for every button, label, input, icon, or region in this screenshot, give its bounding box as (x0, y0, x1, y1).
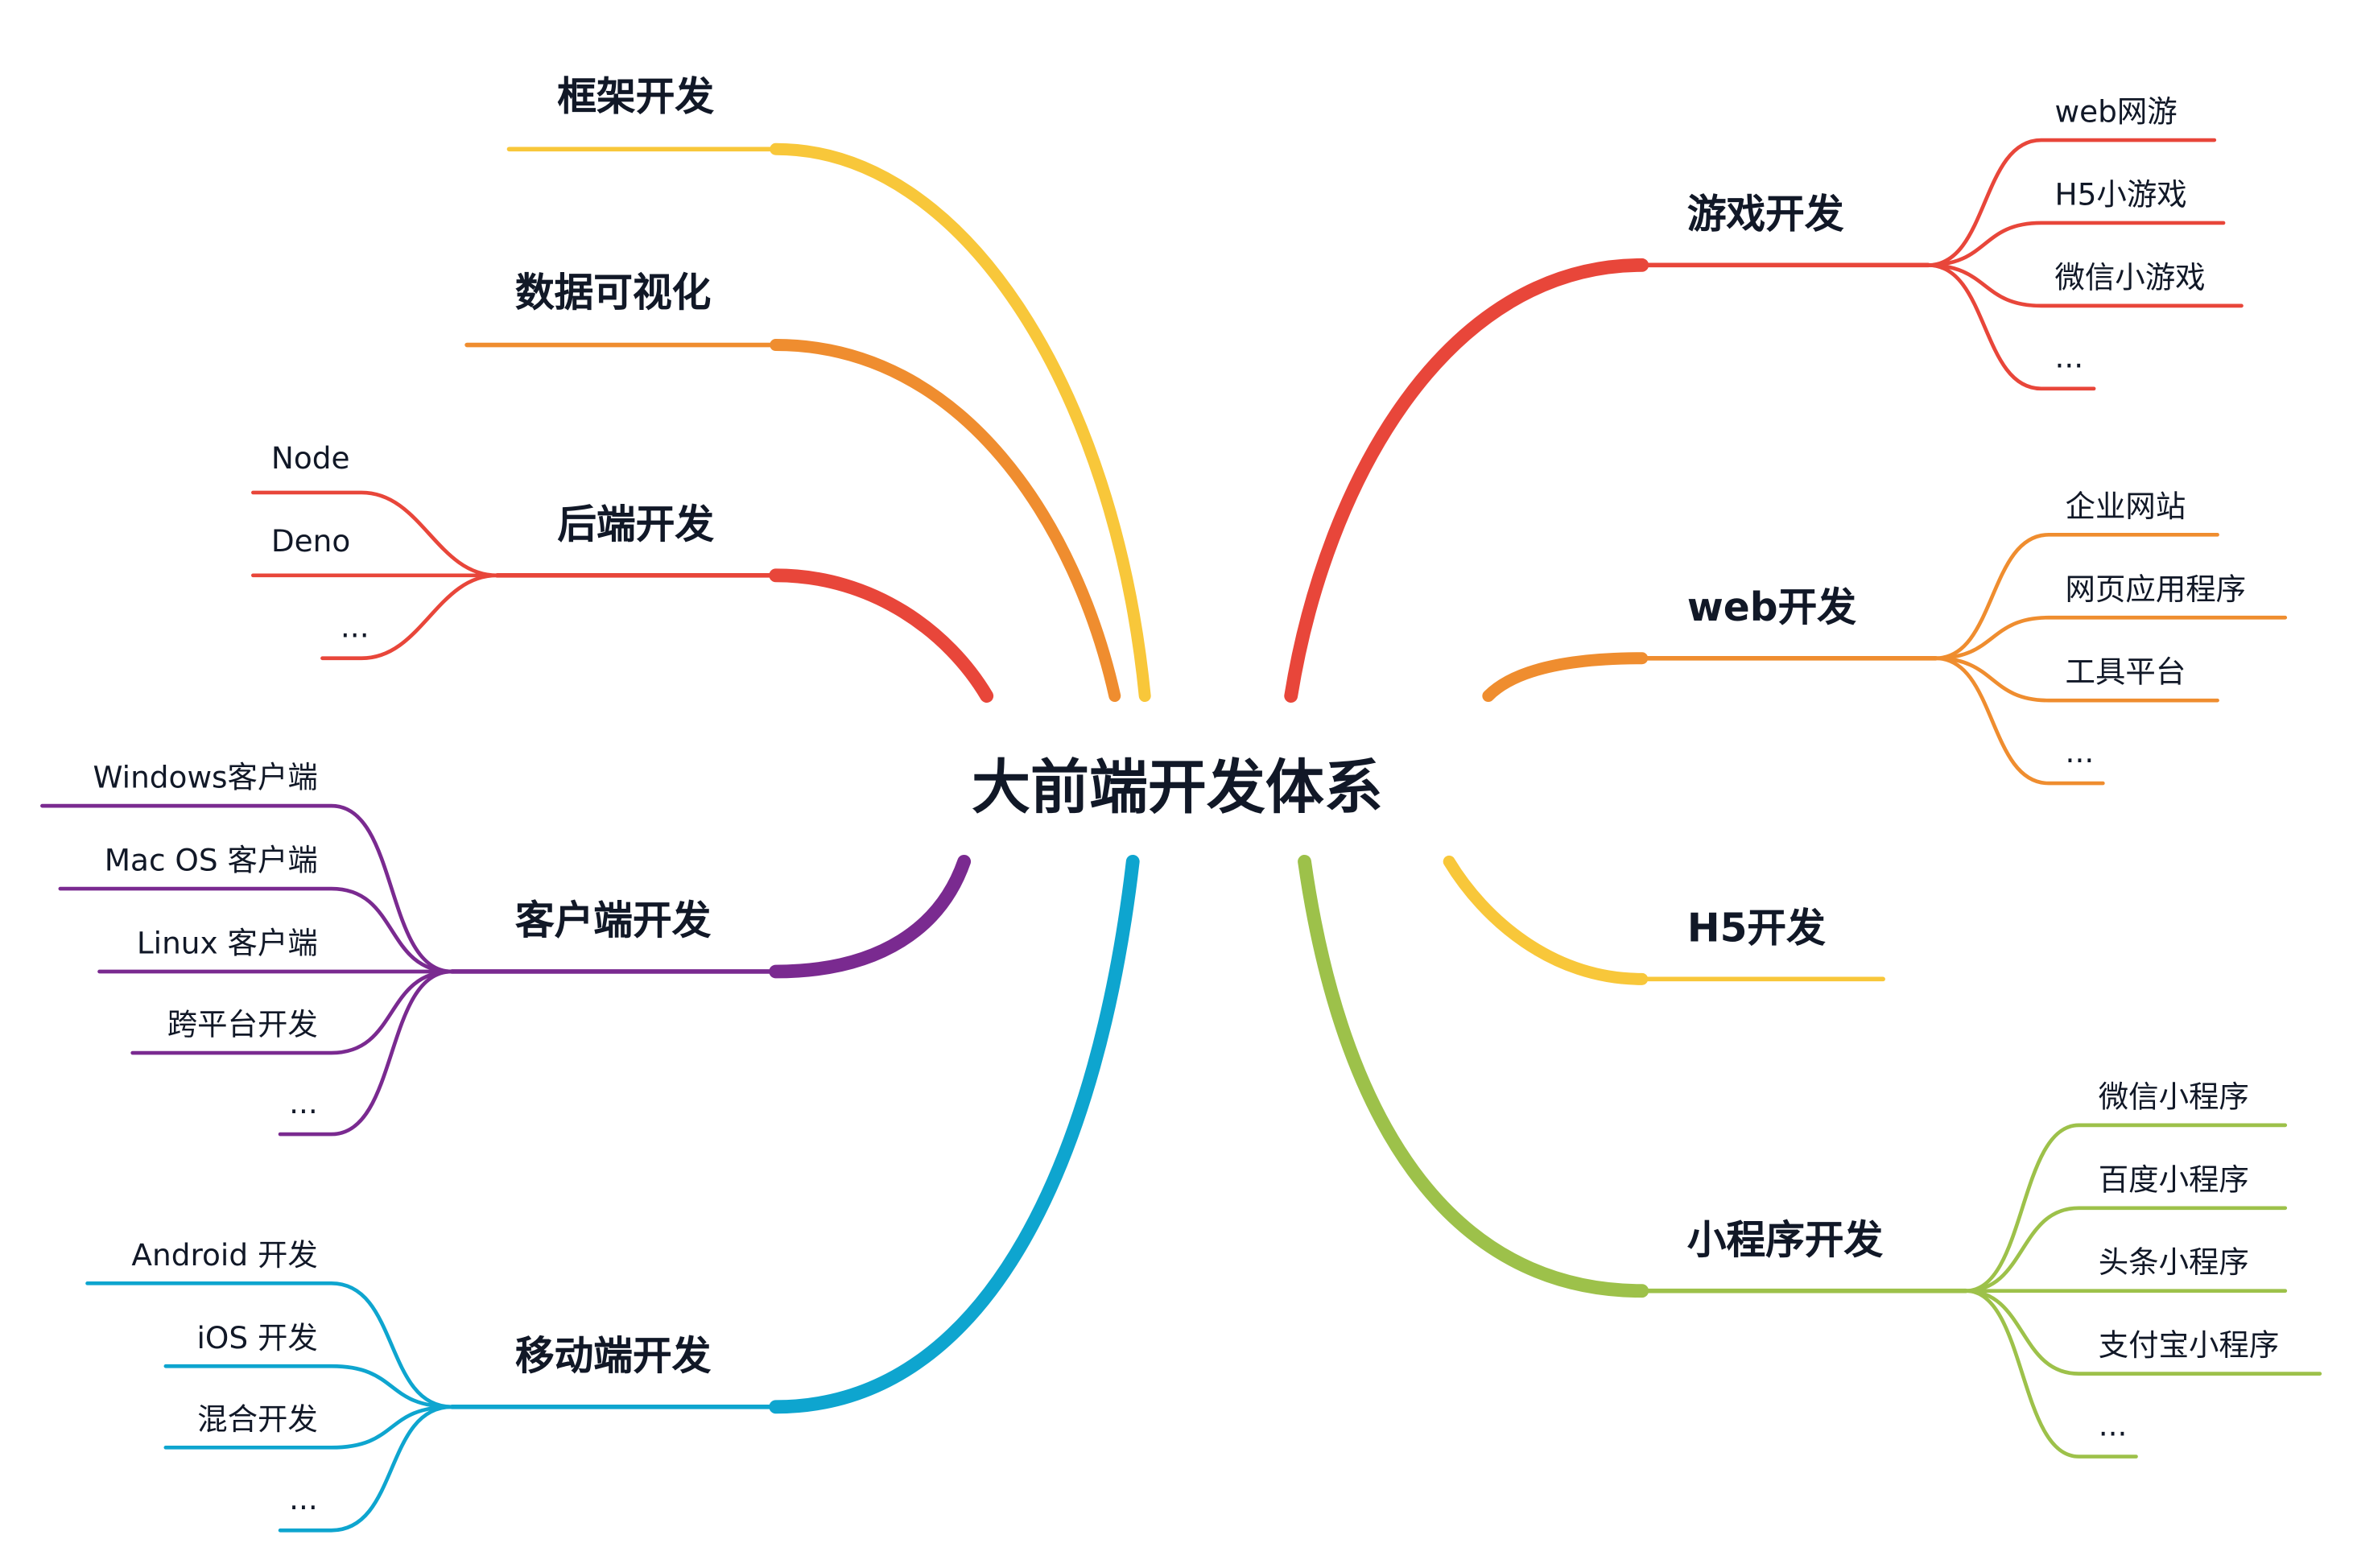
edge-backend-trunk (769, 568, 994, 703)
edge-mobile-more (278, 1405, 454, 1533)
edge-mobile-trunk (769, 854, 1140, 1414)
edge-web-app (1934, 615, 2288, 661)
leaf-mini-toutiao[interactable]: 头条小程序 (2098, 1244, 2249, 1281)
leaf-mini-more[interactable]: ... (2098, 1406, 2128, 1443)
branch-miniprogram[interactable]: 小程序开发 (1686, 1218, 1884, 1265)
leaf-client-cross[interactable]: 跨平台开发 (167, 1006, 318, 1042)
edge-web-trunk (1482, 652, 1649, 703)
edge-game-trunk (1284, 258, 1649, 703)
edge-backend-more (320, 573, 499, 661)
branch-client[interactable]: 客户端开发 (514, 899, 712, 945)
edge-mini-wechat (1963, 1123, 2288, 1294)
branch-framework[interactable]: 框架开发 (557, 75, 715, 121)
edge-client-cross (130, 969, 454, 1055)
leaf-game-webgame[interactable]: web网游 (2054, 93, 2178, 130)
edge-client-windows (40, 803, 454, 974)
leaf-backend-node[interactable]: Node (270, 439, 350, 477)
edge-mini-baidu (1963, 1206, 2288, 1294)
edge-game-h5 (1926, 221, 2226, 267)
leaf-web-tools[interactable]: 工具平台 (2065, 654, 2186, 691)
leaf-mobile-hybrid[interactable]: 混合开发 (197, 1401, 318, 1438)
edge-mini-more (1963, 1289, 2138, 1459)
leaf-mini-wechat[interactable]: 微信小程序 (2098, 1078, 2249, 1115)
edge-mobile-ios (163, 1364, 454, 1409)
leaf-web-more[interactable]: ... (2065, 733, 2095, 770)
edge-client-trunk (769, 854, 972, 979)
edge-game-more (1926, 263, 2096, 391)
leaf-backend-more[interactable]: ... (340, 609, 369, 645)
leaf-mobile-android[interactable]: Android 开发 (131, 1236, 318, 1273)
edge-web-enterprise (1934, 532, 2219, 661)
branch-game[interactable]: 游戏开发 (1686, 192, 1844, 238)
central-topic[interactable]: 大前端开发体系 (971, 754, 1383, 823)
leaf-mini-alipay[interactable]: 支付宝小程序 (2098, 1327, 2280, 1364)
edge-mini-alipay (1963, 1289, 2322, 1376)
leaf-client-linux[interactable]: Linux 客户端 (136, 924, 318, 961)
leaf-mini-baidu[interactable]: 百度小程序 (2098, 1161, 2249, 1198)
edge-dataviz-trunk (770, 339, 1121, 703)
leaf-game-wechat[interactable]: 微信小游戏 (2054, 258, 2206, 295)
leaf-web-enterprise[interactable]: 企业网站 (2065, 488, 2186, 525)
leaf-client-windows[interactable]: Windows客户端 (93, 759, 318, 796)
branch-dataviz[interactable]: 数据可视化 (514, 270, 712, 316)
leaf-web-app[interactable]: 网页应用程序 (2065, 571, 2247, 608)
leaf-game-h5[interactable]: H5小游戏 (2054, 175, 2187, 213)
edge-web-tools (1934, 656, 2219, 703)
leaf-client-more[interactable]: ... (289, 1084, 318, 1121)
edge-h5-trunk (1443, 855, 1649, 985)
branch-web[interactable]: web开发 (1686, 585, 1856, 632)
edge-game-wechat (1926, 263, 2244, 308)
branch-h5[interactable]: H5开发 (1686, 906, 1826, 952)
leaf-game-more[interactable]: ... (2054, 339, 2084, 375)
leaf-mobile-ios[interactable]: iOS 开发 (196, 1319, 318, 1356)
branch-mobile[interactable]: 移动端开发 (514, 1334, 712, 1380)
edge-framework-trunk (770, 142, 1151, 703)
edge-backend-node (251, 490, 499, 578)
leaf-mobile-more[interactable]: ... (289, 1480, 318, 1517)
branch-backend[interactable]: 后端开发 (557, 503, 715, 549)
leaf-client-mac[interactable]: Mac OS 客户端 (104, 842, 318, 878)
edge-game-webgame (1926, 138, 2217, 267)
edge-web-more (1934, 656, 2105, 786)
edge-client-more (278, 969, 454, 1137)
edge-mobile-hybrid (163, 1405, 454, 1450)
edge-miniprogram-trunk (1298, 854, 1649, 1298)
edge-mobile-android (85, 1281, 454, 1409)
edge-client-mac (58, 886, 454, 974)
leaf-backend-deno[interactable]: Deno (270, 522, 351, 559)
